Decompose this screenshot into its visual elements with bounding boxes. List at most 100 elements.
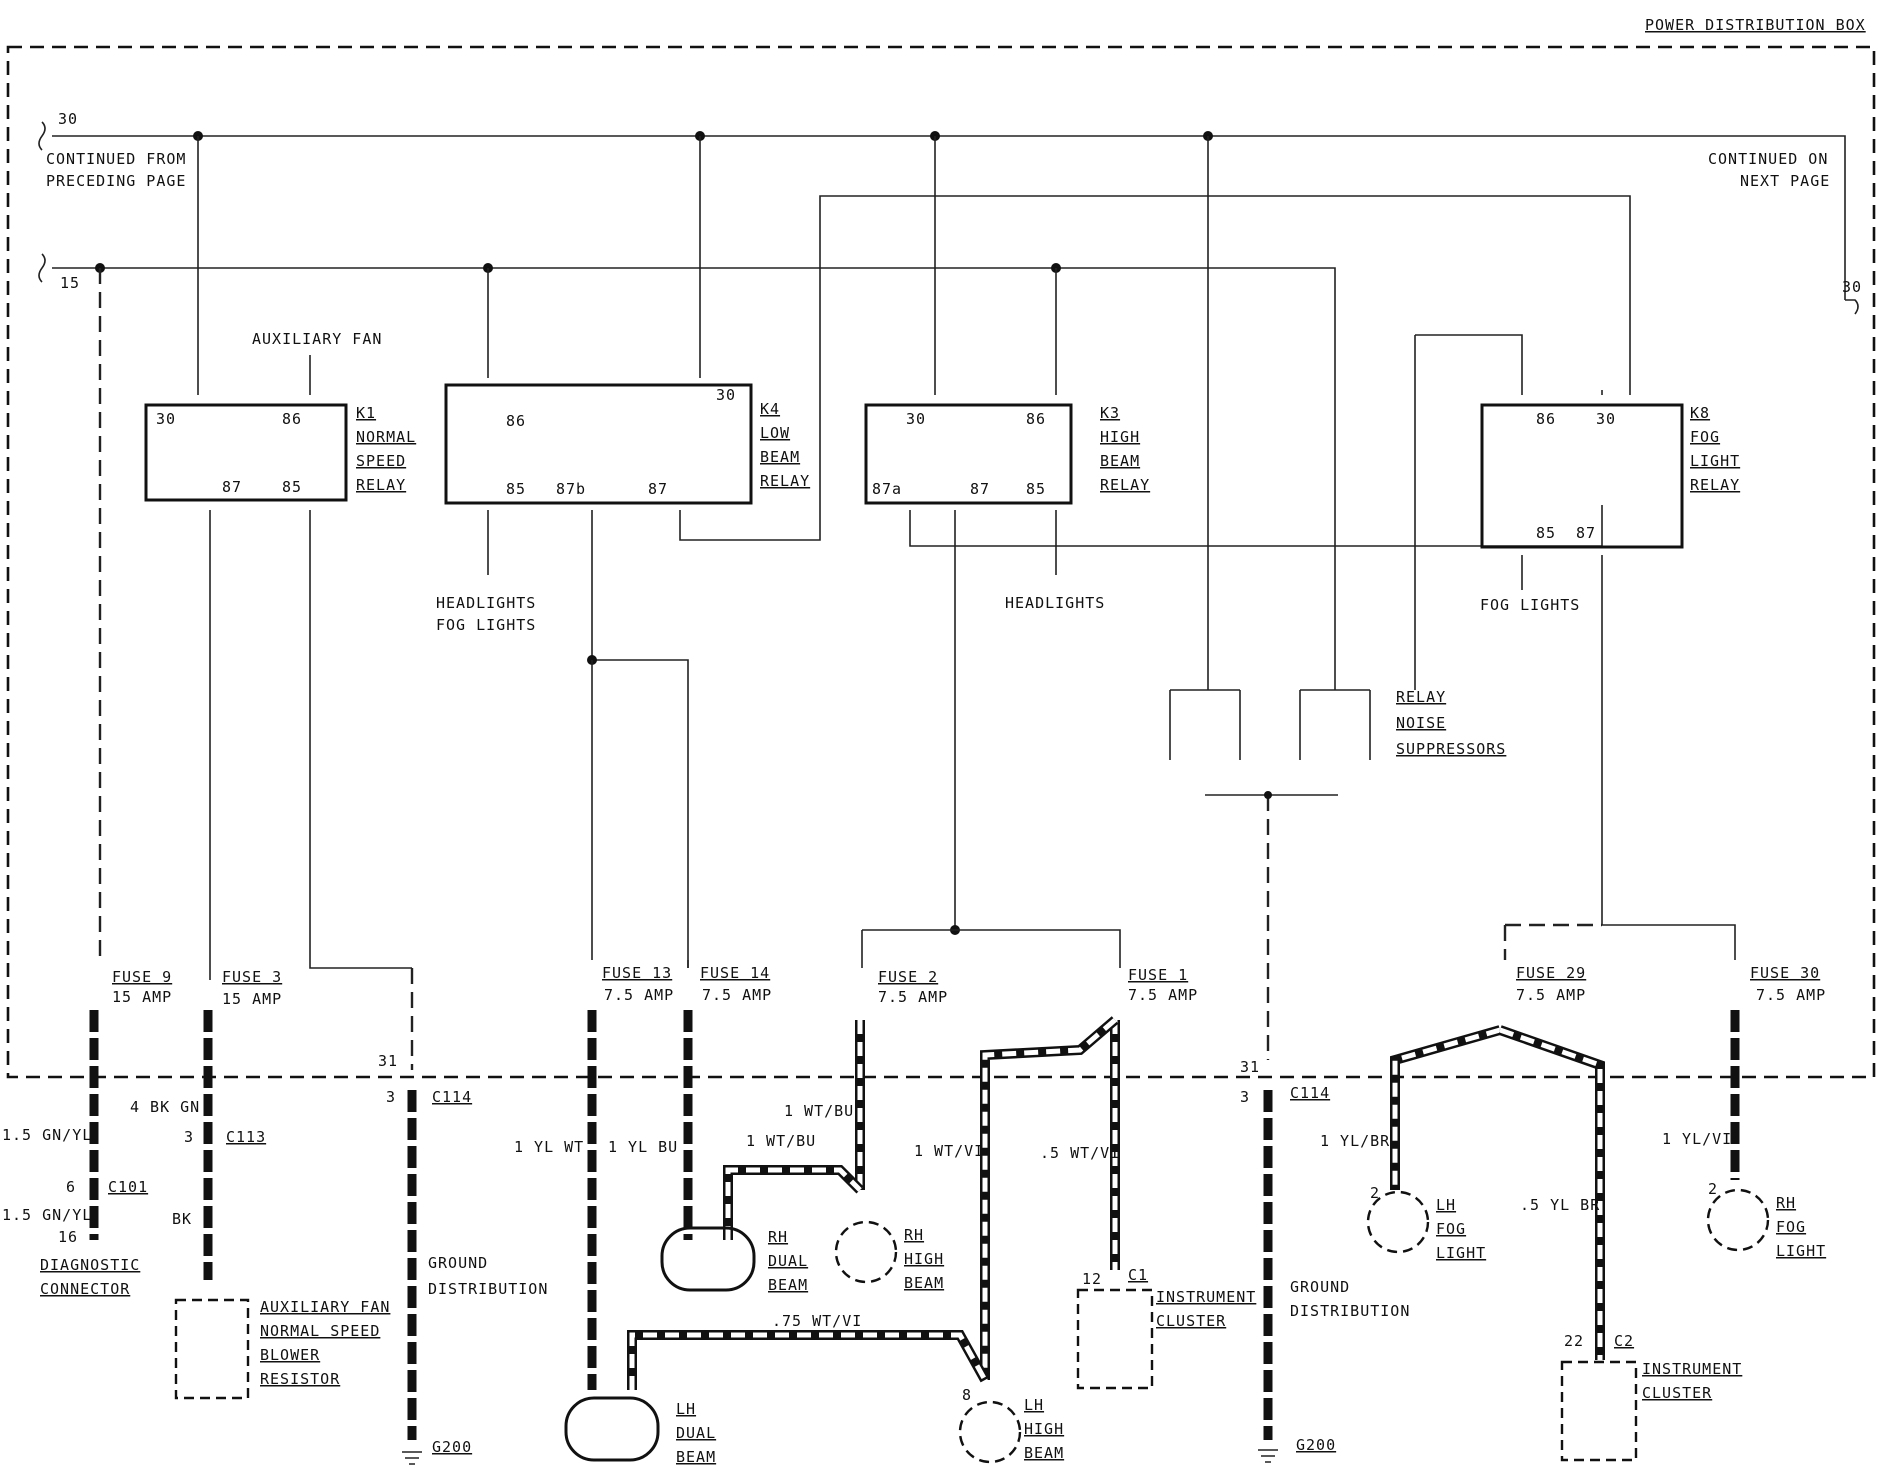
k3-name-3: RELAY <box>1100 476 1150 494</box>
k3-pin-87: 87 <box>970 480 990 498</box>
rh-dual-beam: RH DUAL BEAM <box>660 1226 808 1294</box>
fuse-13-rating: 7.5 AMP <box>604 986 674 1004</box>
k8-pin-86: 86 <box>1536 410 1556 428</box>
rhfog-label-1: RH <box>1776 1194 1796 1212</box>
fuse-1-name: FUSE 1 <box>1128 966 1188 984</box>
k3-out-1: HEADLIGHTS <box>1005 594 1105 612</box>
k4-pin-87b: 87b <box>556 480 586 498</box>
k8-out-1: FOG LIGHTS <box>1480 596 1580 614</box>
k4-out-1: HEADLIGHTS <box>436 594 536 612</box>
k4-id: K4 <box>760 400 780 418</box>
k3-id: K3 <box>1100 404 1120 422</box>
c101-pin-bot: 16 <box>58 1228 78 1246</box>
continued-from-line2: PRECEDING PAGE <box>46 172 186 190</box>
c114b-label: C114 <box>1290 1084 1330 1102</box>
rhfog-label-2: FOG <box>1776 1218 1806 1236</box>
lhhigh-label-3: BEAM <box>1024 1444 1064 1462</box>
lhhigh-label-1: LH <box>1024 1396 1044 1414</box>
lhfog-label-3: LIGHT <box>1436 1244 1486 1262</box>
k4-name-2: BEAM <box>760 448 800 466</box>
wire-8: 1 WT/BU <box>746 1132 816 1150</box>
g200a-label: G200 <box>432 1438 472 1456</box>
k4-pin-87: 87 <box>648 480 668 498</box>
ground-symbol-2 <box>1258 1449 1278 1463</box>
relay-k4: HEADLIGHTS FOG LIGHTS 30 86 85 87b 87 K4… <box>436 136 1631 968</box>
fuse-labels: FUSE 9 15 AMP FUSE 3 15 AMP FUSE 13 7.5 … <box>112 964 1826 1008</box>
inst2-label-2: CLUSTER <box>1642 1384 1712 1402</box>
rhfog-label-3: LIGHT <box>1776 1242 1826 1260</box>
k3-pin-30: 30 <box>906 410 926 428</box>
c114a-pin-top: 31 <box>378 1052 398 1070</box>
k8-pin-30: 30 <box>1596 410 1616 428</box>
k3-name-2: BEAM <box>1100 452 1140 470</box>
rhdual-label-1: RH <box>768 1228 788 1246</box>
rhhigh-label-1: RH <box>904 1226 924 1244</box>
blower-label-1: AUXILIARY FAN <box>260 1298 390 1316</box>
k4-out-2: FOG LIGHTS <box>436 616 536 634</box>
rhfog-pin: 2 <box>1708 1180 1718 1198</box>
c113-pin: 3 <box>184 1128 194 1146</box>
k4-name-3: RELAY <box>760 472 810 490</box>
continued-on-line2: NEXT PAGE <box>1740 172 1830 190</box>
wire-2: 1.5 GN/YL <box>2 1206 92 1224</box>
lh-fog-light: LH FOG LIGHT <box>1366 1190 1486 1262</box>
c114a-pin: 3 <box>386 1088 396 1106</box>
c2-label: C2 <box>1614 1332 1634 1350</box>
k4-name-1: LOW <box>760 424 790 442</box>
rhdual-label-2: DUAL <box>768 1252 808 1270</box>
rh-fog-light: RH FOG LIGHT <box>1706 1188 1826 1260</box>
wire-labels: 1.5 GN/YL 1.5 GN/YL 4 BK GN BK 1 YL WT 1… <box>2 1098 1732 1330</box>
fuse-13-name: FUSE 13 <box>602 964 672 982</box>
wire-14: 1 YL/VI <box>1662 1130 1732 1148</box>
wire-3: 4 BK GN <box>130 1098 200 1116</box>
wire-6: 1 YL BU <box>608 1138 678 1156</box>
relay-k3: HEADLIGHTS 30 86 87a 87 85 K3 HIGH BEAM … <box>861 136 1603 968</box>
k1-name-2: SPEED <box>356 452 406 470</box>
lhfog-pin: 2 <box>1370 1184 1380 1202</box>
instrument-cluster-1: INSTRUMENT CLUSTER <box>1076 1288 1255 1390</box>
c113-label: C113 <box>226 1128 266 1146</box>
k8-name-2: LIGHT <box>1690 452 1740 470</box>
ground-distribution-2: GROUND DISTRIBUTION <box>1290 1278 1410 1320</box>
fuse-14-name: FUSE 14 <box>700 964 770 982</box>
k4-pin-30: 30 <box>716 386 736 404</box>
fuse-2-name: FUSE 2 <box>878 968 938 986</box>
ground2-label-1: GROUND <box>1290 1278 1350 1296</box>
blower-label-3: BLOWER <box>260 1346 320 1364</box>
fuse-29-name: FUSE 29 <box>1516 964 1586 982</box>
ground2-label-2: DISTRIBUTION <box>1290 1302 1410 1320</box>
fuse-9-rating: 15 AMP <box>112 988 172 1006</box>
lhfog-label-2: FOG <box>1436 1220 1466 1238</box>
fuse-29-rating: 7.5 AMP <box>1516 986 1586 1004</box>
wire-11: .75 WT/VI <box>772 1312 862 1330</box>
c114b-pin: 3 <box>1240 1088 1250 1106</box>
k1-feed-label: AUXILIARY FAN <box>252 330 382 348</box>
k1-pin-87: 87 <box>222 478 242 496</box>
k3-pin-86: 86 <box>1026 410 1046 428</box>
fuse-14-rating: 7.5 AMP <box>702 986 772 1004</box>
inst2-label-1: INSTRUMENT <box>1642 1360 1742 1378</box>
fuse-30-rating: 7.5 AMP <box>1756 986 1826 1004</box>
wire-12: 1 YL/BR <box>1320 1132 1390 1150</box>
k4-pin-85: 85 <box>506 480 526 498</box>
k1-name-1: NORMAL <box>356 428 416 446</box>
ground-symbol-1 <box>402 1451 422 1465</box>
lhhigh-pin: 8 <box>962 1386 972 1404</box>
relay-k1: AUXILIARY FAN 30 86 87 85 K1 NORMAL SPEE… <box>144 136 416 980</box>
wire-10: .5 WT/VI <box>1040 1144 1120 1162</box>
instrument-cluster-2: INSTRUMENT CLUSTER <box>1560 1360 1742 1462</box>
blower-resistor: AUXILIARY FAN NORMAL SPEED BLOWER RESIST… <box>174 1298 390 1400</box>
k8-name-1: FOG <box>1690 428 1720 446</box>
ground1-label-1: GROUND <box>428 1254 488 1272</box>
relay-k8: FOG LIGHTS 86 30 85 87 K8 FOG LIGHT RELA… <box>1414 334 1740 925</box>
ground-distribution-1: GROUND DISTRIBUTION <box>428 1254 547 1298</box>
k1-id: K1 <box>356 404 376 422</box>
k3-pin-87a: 87a <box>872 480 902 498</box>
lh-high-beam: LH HIGH BEAM <box>958 1396 1064 1464</box>
suppressor-label-2: NOISE <box>1396 714 1446 732</box>
inst1-label-2: CLUSTER <box>1156 1312 1226 1330</box>
k1-name-3: RELAY <box>356 476 406 494</box>
c114b-pin-top: 31 <box>1240 1058 1260 1076</box>
wire-9: 1 WT/VI <box>914 1142 984 1160</box>
